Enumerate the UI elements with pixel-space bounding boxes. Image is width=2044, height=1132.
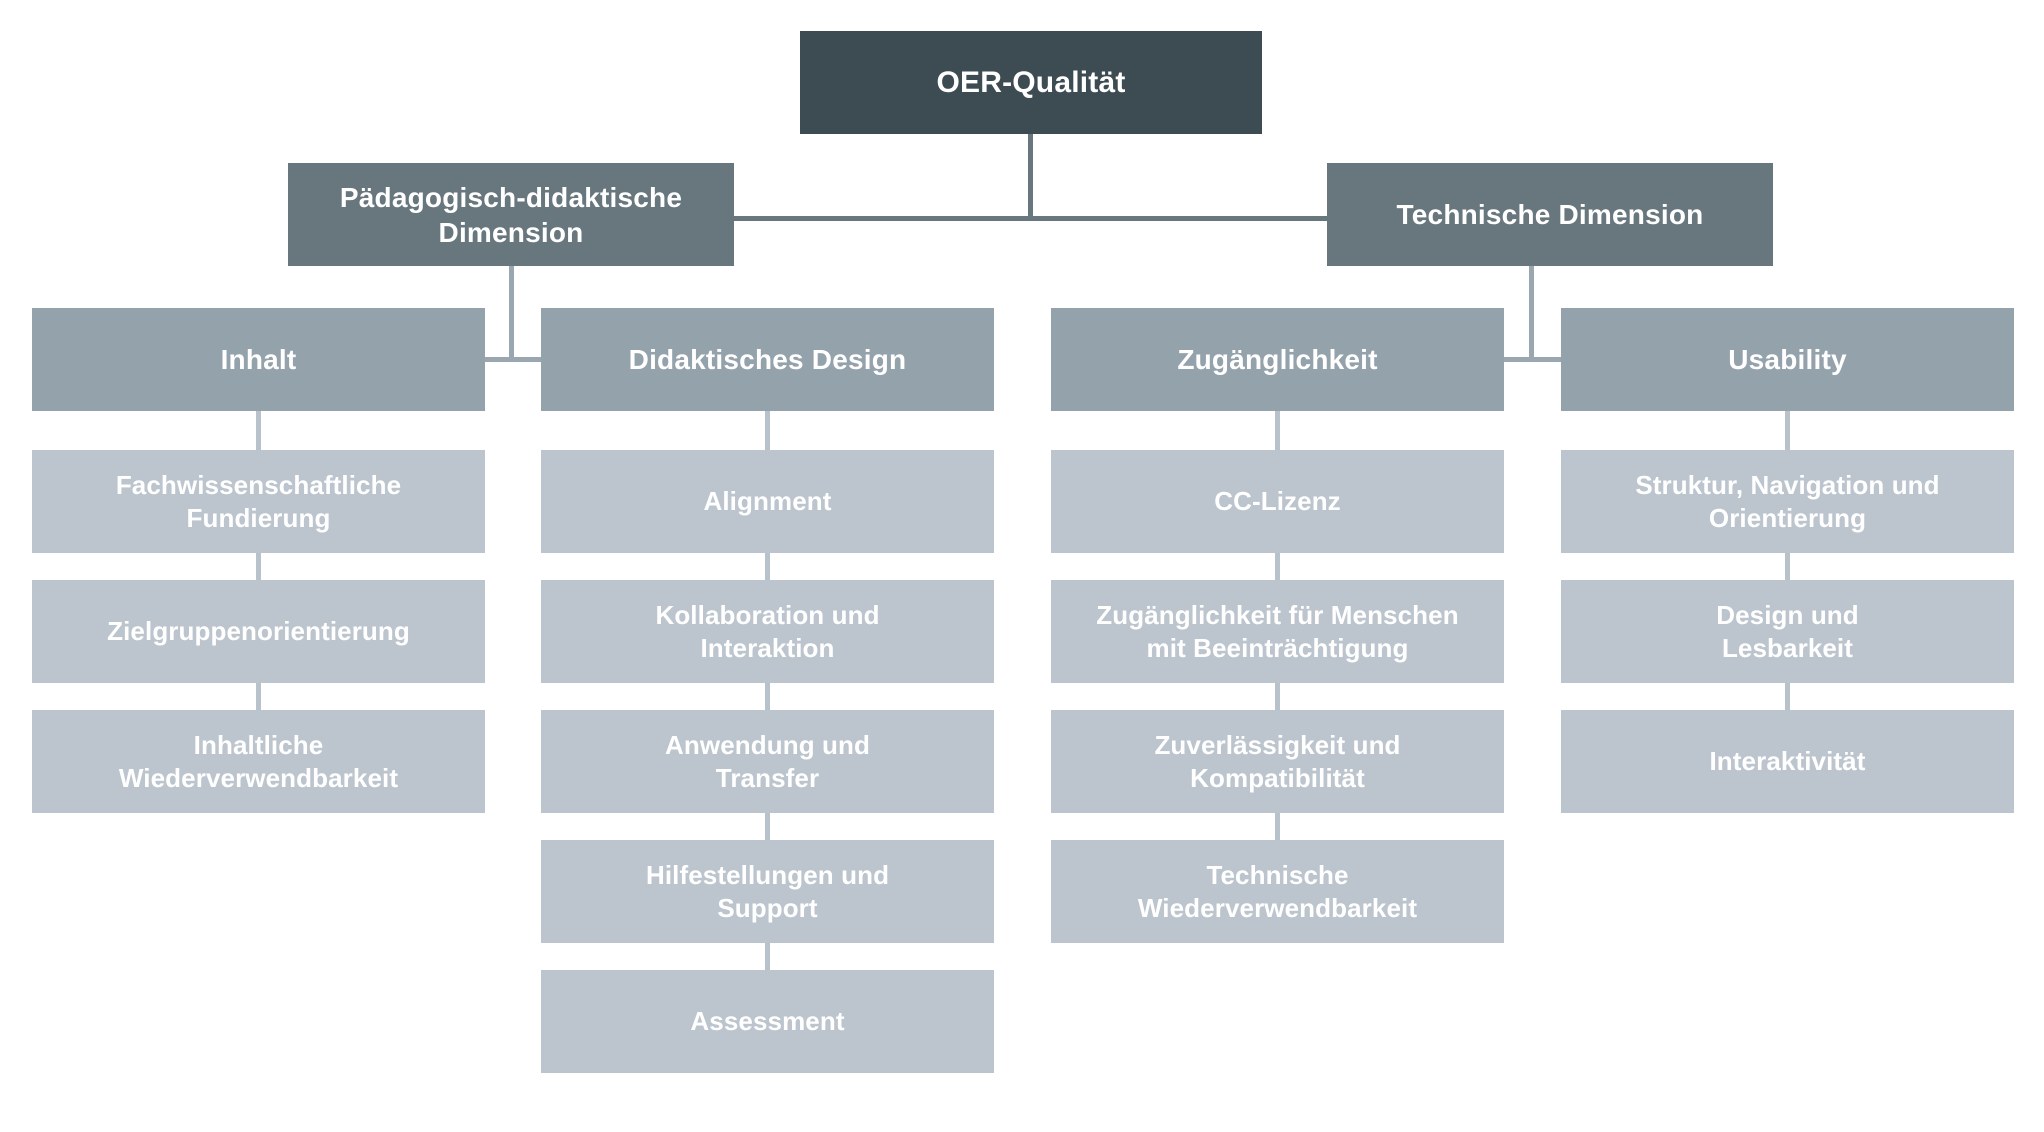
node-zuverlaessigkeit-und-kompatibilitaet[interactable]: Zuverlässigkeit und Kompatibilität [1051,710,1504,813]
node-label: Interaktivität [1709,746,1866,777]
node-alignment[interactable]: Alignment [541,450,994,553]
connector-dim-right-stem [1529,266,1534,361]
node-label: CC-Lizenz [1214,486,1341,517]
node-label: Struktur, Navigation und Orientierung [1635,470,1940,533]
connector-dim-left-stem [509,266,514,361]
node-technische-wiederverwendbarkeit[interactable]: Technische Wiederverwendbarkeit [1051,840,1504,943]
node-assessment[interactable]: Assessment [541,970,994,1073]
node-oer-qualitaet[interactable]: OER-Qualität [800,31,1262,134]
node-inhalt[interactable]: Inhalt [32,308,485,411]
connector-col2-spine [765,411,770,973]
node-inhaltliche-wiederverwendbarkeit[interactable]: Inhaltliche Wiederverwendbarkeit [32,710,485,813]
node-label: Zielgruppenorientierung [107,616,410,647]
node-label: Inhaltliche Wiederverwendbarkeit [118,730,399,793]
connector-col1-spine [256,411,261,713]
node-anwendung-und-transfer[interactable]: Anwendung und Transfer [541,710,994,813]
node-label: Alignment [703,486,832,517]
node-design-und-lesbarkeit[interactable]: Design und Lesbarkeit [1561,580,2014,683]
node-zielgruppenorientierung[interactable]: Zielgruppenorientierung [32,580,485,683]
node-cc-lizenz[interactable]: CC-Lizenz [1051,450,1504,553]
node-didaktisches-design[interactable]: Didaktisches Design [541,308,994,411]
node-label: Zuverlässigkeit und Kompatibilität [1154,730,1401,793]
node-label: Assessment [690,1006,845,1037]
node-fachwissenschaftliche-fundierung[interactable]: Fachwissenschaftliche Fundierung [32,450,485,553]
node-label: Pädagogisch-didaktische Dimension [339,181,683,248]
node-label: Technische Wiederverwendbarkeit [1137,860,1418,923]
node-label: Hilfestellungen und Support [645,860,890,923]
node-label: OER-Qualität [936,65,1126,99]
node-label: Design und Lesbarkeit [1716,600,1859,663]
node-struktur-navigation-und-orientierung[interactable]: Struktur, Navigation und Orientierung [1561,450,2014,553]
node-zugaenglichkeit-fuer-menschen-mit-beeintraechtigung[interactable]: Zugänglichkeit für Menschen mit Beeinträ… [1051,580,1504,683]
node-zugaenglichkeit[interactable]: Zugänglichkeit [1051,308,1504,411]
node-usability[interactable]: Usability [1561,308,2014,411]
node-label: Usability [1728,344,1847,375]
node-interaktivitaet[interactable]: Interaktivität [1561,710,2014,813]
node-label: Inhalt [220,344,297,375]
node-label: Zugänglichkeit für Menschen mit Beeinträ… [1096,600,1459,663]
node-label: Technische Dimension [1396,199,1704,230]
node-hilfestellungen-und-support[interactable]: Hilfestellungen und Support [541,840,994,943]
node-label: Anwendung und Transfer [665,730,870,793]
node-technische-dimension[interactable]: Technische Dimension [1327,163,1773,266]
node-kollaboration-und-interaktion[interactable]: Kollaboration und Interaktion [541,580,994,683]
node-label: Kollaboration und Interaktion [655,600,880,663]
connector-root-bus [733,216,1328,221]
node-paedagogisch-didaktische-dimension[interactable]: Pädagogisch-didaktische Dimension [288,163,734,266]
connector-dim-right-bus [1500,357,1564,362]
connector-col4-spine [1785,411,1790,713]
node-label: Fachwissenschaftliche Fundierung [115,470,402,533]
node-label: Zugänglichkeit [1177,344,1378,375]
connector-dim-left-bus [480,357,544,362]
connector-root-stem [1028,134,1033,219]
node-label: Didaktisches Design [628,344,907,375]
